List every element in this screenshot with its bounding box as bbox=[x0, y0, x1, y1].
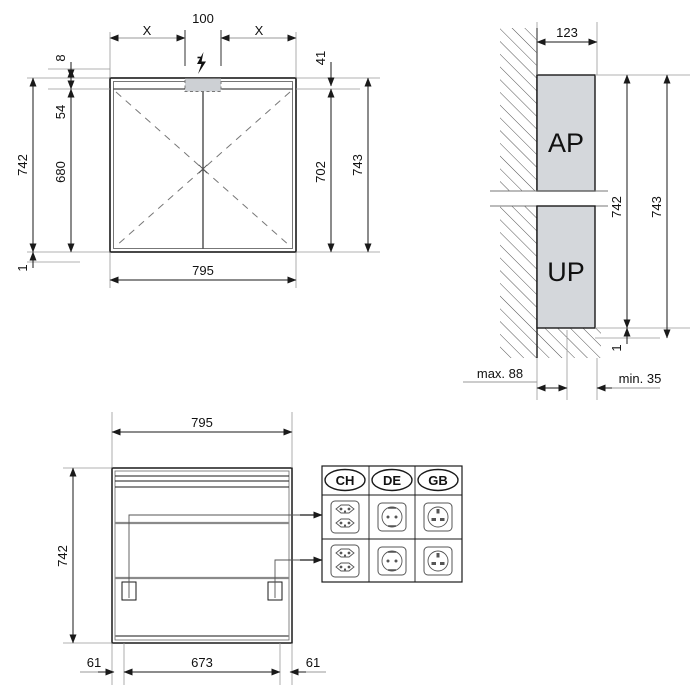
dim-label-41: 41 bbox=[313, 51, 328, 65]
leader-socket-upper bbox=[128, 514, 310, 598]
de-label: DE bbox=[383, 473, 401, 488]
dim-label-702: 702 bbox=[313, 161, 328, 183]
top-plan-view: 795 742 61 673 61 bbox=[55, 412, 326, 685]
dim-label-795-front: 795 bbox=[192, 263, 214, 278]
plan-inner-frame bbox=[114, 470, 290, 641]
dim-label-795-plan: 795 bbox=[191, 415, 213, 430]
socket-table-grid bbox=[322, 466, 462, 582]
dim-label-x-right: X bbox=[255, 23, 264, 38]
dim-label-x-left: X bbox=[143, 23, 152, 38]
plan-left-ext-lines bbox=[63, 467, 112, 644]
dim-label-54: 54 bbox=[53, 105, 68, 119]
front-top-center-ext bbox=[184, 30, 222, 66]
front-left-ext-lines bbox=[27, 68, 110, 263]
plan-top-ext-lines bbox=[111, 412, 293, 468]
socket-header-gb: GB bbox=[417, 468, 459, 492]
wall-section-view: AP UP 123 742 743 1 bbox=[463, 22, 690, 400]
dim-label-61-right: 61 bbox=[306, 655, 320, 670]
ch-socket-double bbox=[330, 500, 360, 534]
ap-cabinet-box bbox=[536, 74, 596, 192]
center-cross-mark bbox=[198, 164, 208, 174]
wall-hatch-below-cabinet bbox=[537, 328, 601, 358]
dim-label-742-plan: 742 bbox=[55, 545, 70, 567]
dim-label-min35: min. 35 bbox=[619, 371, 662, 386]
socket-header-ch: CH bbox=[324, 468, 366, 492]
plan-shelf-lines bbox=[115, 475, 289, 488]
front-right-ext-lines bbox=[296, 77, 380, 253]
dim-label-8: 8 bbox=[53, 54, 68, 61]
ch-label: CH bbox=[336, 473, 355, 488]
dim-label-742-section: 742 bbox=[609, 196, 624, 218]
dim-label-1-front: 1 bbox=[15, 264, 30, 271]
gb-socket bbox=[423, 546, 453, 576]
lightning-bolt-icon bbox=[197, 52, 206, 74]
dim-label-743-section: 743 bbox=[649, 196, 664, 218]
dim-label-1-section: 1 bbox=[609, 344, 624, 351]
dim-label-742-front: 742 bbox=[15, 154, 30, 176]
dim-label-743-front: 743 bbox=[350, 154, 365, 176]
dim-label-123: 123 bbox=[556, 25, 578, 40]
socket-type-table: CH DE GB bbox=[321, 465, 463, 583]
de-schuko-socket bbox=[377, 502, 407, 532]
section-depth-ext-lines bbox=[536, 22, 598, 75]
socket-header-de: DE bbox=[371, 468, 413, 492]
dim-label-673: 673 bbox=[191, 655, 213, 670]
leader-socket-lower bbox=[274, 559, 310, 598]
dim-label-max88: max. 88 bbox=[477, 366, 523, 381]
dim-label-61-left: 61 bbox=[87, 655, 101, 670]
front-elevation-view: X 100 X 742 680 54 8 1 bbox=[15, 11, 380, 288]
ch-pill-outline bbox=[324, 468, 366, 492]
cable-entry-box bbox=[184, 78, 222, 92]
de-schuko-socket bbox=[377, 546, 407, 576]
gb-label: GB bbox=[428, 473, 448, 488]
front-top-ext-lines bbox=[109, 32, 297, 78]
plan-bottom-ext-lines bbox=[111, 643, 293, 685]
up-label: UP bbox=[547, 257, 585, 287]
up-cabinet-box bbox=[536, 205, 596, 329]
de-pill-outline bbox=[371, 468, 413, 492]
plan-rail-bars bbox=[115, 521, 289, 580]
dim-label-680: 680 bbox=[53, 161, 68, 183]
gb-pill-outline bbox=[417, 468, 459, 492]
ap-label: AP bbox=[548, 128, 584, 158]
wall-hatch-lower bbox=[500, 206, 537, 358]
wall-hatch-upper bbox=[500, 28, 537, 191]
gb-socket bbox=[423, 502, 453, 532]
dim-label-100: 100 bbox=[192, 11, 214, 26]
ch-socket-double bbox=[330, 544, 360, 578]
